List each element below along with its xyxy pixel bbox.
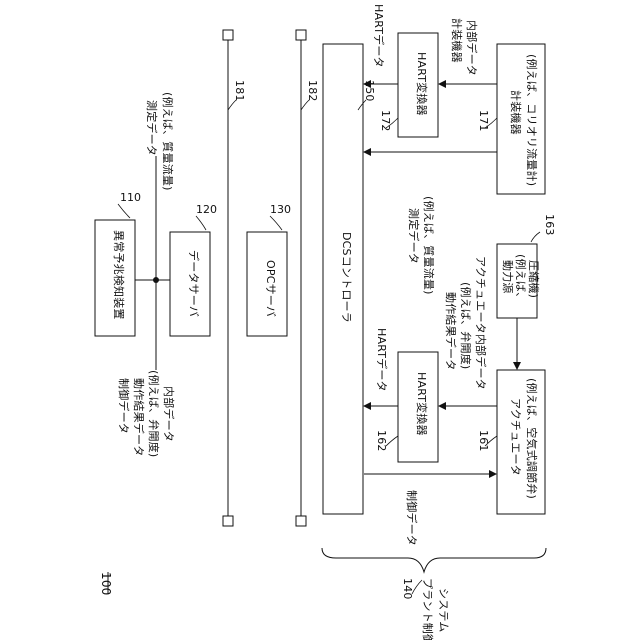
ref-163-label: 163: [543, 214, 556, 236]
measurement-top-line-1: 測定データ: [145, 100, 159, 156]
data-server-label: データサーバ: [187, 250, 201, 317]
figure-label: 100: [99, 572, 113, 596]
ref-182-label: 182: [306, 80, 319, 102]
system-label-1: プラント制御: [421, 578, 435, 640]
bus-182: [296, 30, 306, 526]
power-source-label-1: 動力源: [501, 260, 515, 294]
ref-110-label: 110: [120, 191, 141, 204]
system-bracket: [322, 548, 546, 572]
ref-120-label: 120: [196, 203, 217, 216]
ref-130: 130: [270, 203, 291, 230]
ref-182: 182: [301, 80, 319, 110]
system-label-2: システム: [437, 588, 450, 632]
power-source-label-3: 圧縮機): [527, 260, 541, 298]
opc-server-label: OPCサーバ: [264, 260, 277, 317]
ref-171: 171: [477, 110, 497, 132]
ref-163: 163: [531, 214, 556, 242]
control-data: 制御データ: [405, 490, 419, 546]
ref-162: 162: [375, 430, 398, 452]
bus-181: [223, 30, 233, 526]
measurement-mid-line-1: 測定データ: [407, 208, 421, 264]
instrument-label-2: (例えば、コリオリ流量計): [525, 54, 539, 186]
power-source-label-2: (例えば、: [514, 254, 528, 303]
hart-data-bottom: HARTデータ: [375, 328, 389, 392]
operation-result-line-2: (例えば、弁開度): [459, 282, 473, 369]
ref-172: 172: [379, 110, 398, 132]
operation-result-line-3: アクチュエータ内部データ: [474, 256, 488, 390]
ref-162-label: 162: [375, 430, 388, 452]
ref-172-label: 172: [379, 110, 392, 132]
left-data-line-1: 制御データ: [117, 378, 131, 434]
hart-upper-label: HART変換器: [415, 52, 429, 116]
dcs-controller-label: DCSコントローラ: [340, 232, 353, 323]
left-data-line-3: (例えば、弁開度): [147, 370, 161, 457]
ref-171-label: 171: [477, 110, 490, 132]
ref-110: 110: [118, 191, 141, 218]
instrument-label-1: 計装機器: [509, 90, 523, 135]
ref-181: 181: [228, 80, 246, 110]
instrument-internal-line-1: 計装機器: [450, 18, 464, 63]
ref-130-label: 130: [270, 203, 291, 216]
instrument-internal-line-2: 内部データ: [465, 20, 479, 76]
measurement-top-line-2: (例えば、質量流量): [161, 92, 175, 191]
operation-result-line-1: 動作結果データ: [444, 292, 458, 370]
left-data-line-2: 動作結果データ: [132, 378, 146, 456]
actuator-label-2: (例えば、空気式調節弁): [525, 378, 539, 499]
ref-161-label: 161: [477, 430, 490, 452]
hart-data-top: HARTデータ: [372, 4, 386, 68]
ref-140-label: 140: [401, 578, 414, 600]
anomaly-detector-label: 異常予兆検知装置: [112, 230, 126, 320]
hart-lower-label: HART変換器: [415, 372, 429, 436]
measurement-mid-line-2: (例えば、質量流量): [422, 196, 436, 295]
ref-150-label: 150: [363, 80, 376, 102]
ref-120: 120: [196, 203, 217, 230]
actuator-label-1: アクチュエータ: [509, 398, 522, 476]
left-data-line-4: 内部データ: [162, 386, 176, 442]
ref-181-label: 181: [233, 80, 246, 102]
ref-161: 161: [477, 430, 497, 452]
